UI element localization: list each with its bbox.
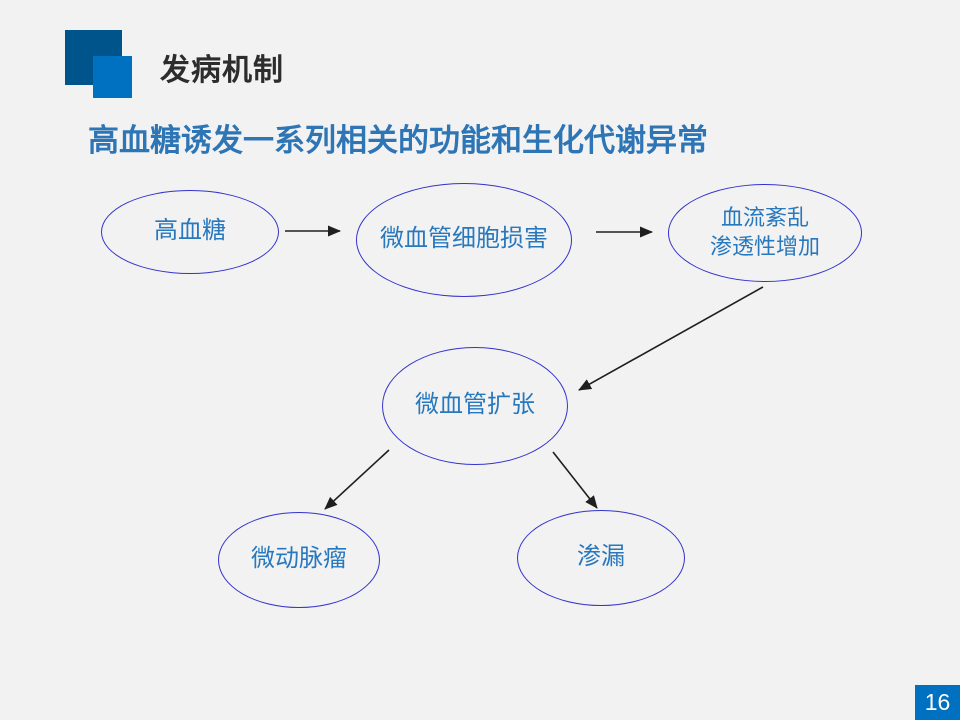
header-accent-square-light — [93, 56, 132, 98]
node-microaneurysm: 微动脉瘤 — [218, 512, 380, 608]
node-blood-flow-disorder-permeability-increase: 血流紊乱 渗透性增加 — [668, 184, 862, 282]
slide-title: 发病机制 — [160, 54, 284, 87]
arrow-dilation-to-leakage — [552, 451, 598, 509]
node-microvascular-dilation-label: 微血管扩张 — [415, 392, 535, 419]
node-microvascular-cell-damage-label: 微血管细胞损害 — [380, 226, 548, 253]
page-number-badge: 16 — [915, 685, 960, 720]
node-hyperglycemia-label: 高血糖 — [154, 218, 226, 245]
node-microvascular-dilation: 微血管扩张 — [382, 347, 568, 465]
arrow-dilation-to-microaneurysm — [324, 449, 390, 510]
arrow-blood-flow-disorder-to-dilation — [578, 286, 764, 391]
node-leakage: 渗漏 — [517, 510, 685, 606]
node-blood-flow-disorder-label-line1: 血流紊乱 — [720, 205, 809, 231]
node-blood-flow-disorder-label-line2: 渗透性增加 — [709, 234, 820, 259]
node-hyperglycemia: 高血糖 — [101, 190, 279, 274]
node-microaneurysm-label: 微动脉瘤 — [251, 546, 347, 573]
slide-subtitle: 高血糖诱发一系列相关的功能和生化代谢异常 — [88, 123, 708, 158]
node-leakage-label: 渗漏 — [577, 544, 625, 571]
node-microvascular-cell-damage: 微血管细胞损害 — [356, 183, 572, 297]
